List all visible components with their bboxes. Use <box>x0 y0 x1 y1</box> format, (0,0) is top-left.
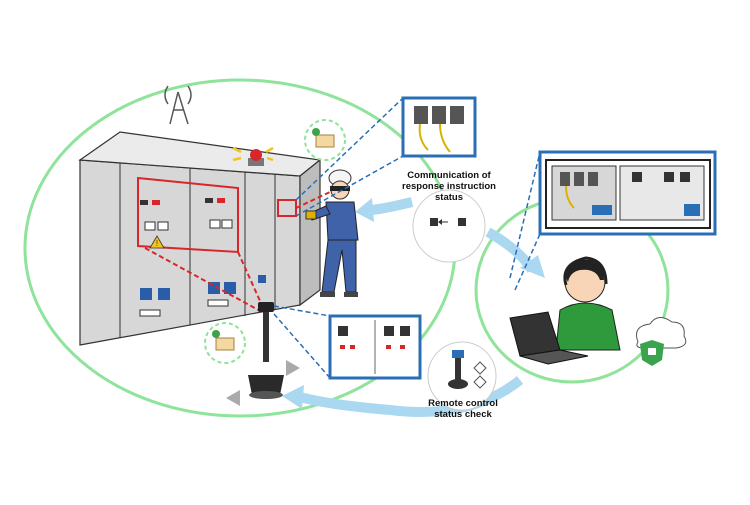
secure-data-icon <box>204 322 246 364</box>
communication-status-label: Communication of response instruction st… <box>402 170 496 203</box>
flow-arrow-site-to-remote <box>485 227 545 278</box>
communication-node <box>412 189 486 263</box>
remote-control-node <box>427 341 497 411</box>
remote-monitor-view <box>509 150 717 291</box>
field-worker <box>305 169 359 297</box>
flow-arrow-remote-control <box>282 376 524 417</box>
robot-sight-line-a <box>144 247 263 313</box>
flow-arrow-remote-to-site <box>355 197 414 222</box>
warning-light-icon <box>232 146 274 166</box>
svg-text:!: ! <box>156 239 158 248</box>
headset-icon <box>563 256 608 286</box>
robot-sight-line-b <box>237 251 266 313</box>
sight-line <box>295 191 331 209</box>
callout-panel-view <box>273 305 422 380</box>
laptop-icon <box>509 311 589 365</box>
remote-control-label: Remote control status check <box>428 398 498 420</box>
cloud-lock-icon <box>636 317 687 366</box>
callout-wiring-detail <box>295 96 477 217</box>
secure-data-icon <box>304 119 346 161</box>
antenna-icon <box>164 85 192 125</box>
robot-icon <box>226 302 300 406</box>
warning-sign-icon: ! <box>149 235 165 249</box>
switchgear-cabinet <box>78 131 322 346</box>
remote-operator <box>509 256 621 365</box>
